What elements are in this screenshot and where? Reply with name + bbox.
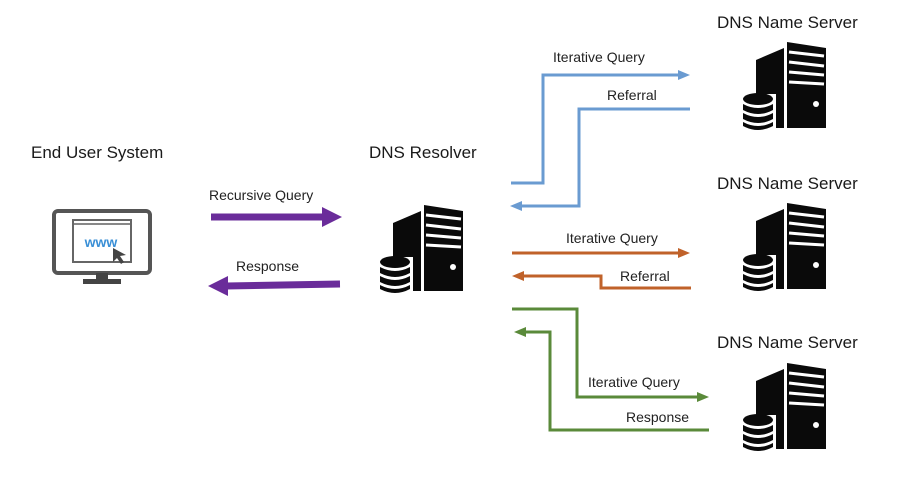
ns2-referral-label: Referral [620, 268, 670, 284]
recursive-query-arrow [211, 207, 342, 227]
name-server-label-1: DNS Name Server [717, 13, 858, 32]
resolver-server-icon [375, 203, 465, 295]
name-server-label-2: DNS Name Server [717, 174, 858, 193]
www-text: www [84, 234, 118, 250]
ns2-query-arrow [512, 248, 690, 258]
ns3-response-label: Response [626, 409, 690, 425]
ns2-referral-arrow [512, 271, 691, 290]
ns3-query-arrow [512, 307, 709, 402]
name-server-icon-3 [738, 361, 828, 453]
end-user-label: End User System [31, 143, 164, 162]
response-arrow [208, 276, 341, 296]
ns1-query-arrow [511, 70, 690, 185]
name-server-icon-1 [738, 40, 828, 132]
name-server-icon-2 [738, 201, 828, 293]
monitor-icon [52, 209, 152, 284]
recursive-query-label: Recursive Query [209, 187, 314, 203]
ns3-query-label: Iterative Query [588, 374, 680, 390]
ns2-query-label: Iterative Query [566, 230, 658, 246]
ns3-response-arrow [514, 327, 709, 432]
ns1-referral-label: Referral [607, 87, 657, 103]
ns1-referral-arrow [510, 107, 690, 211]
name-server-label-3: DNS Name Server [717, 333, 858, 352]
response-label: Response [236, 258, 300, 274]
ns1-query-label: Iterative Query [553, 49, 645, 65]
resolver-label: DNS Resolver [369, 143, 477, 162]
